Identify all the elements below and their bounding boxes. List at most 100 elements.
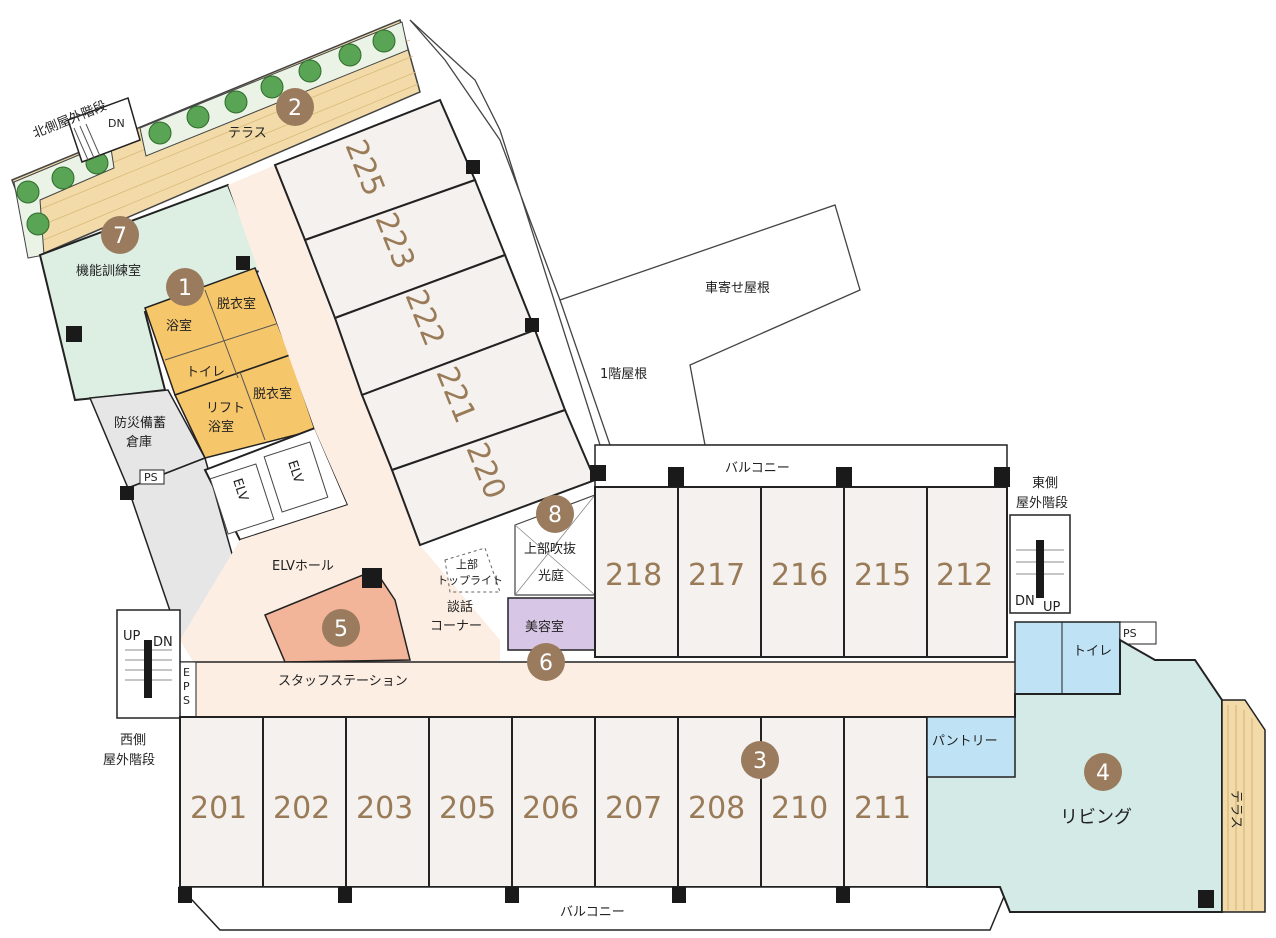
lift-bath-label-2: 浴室 [208,419,234,435]
room-206[interactable] [511,716,596,888]
elv-label-1: ELV [229,477,250,504]
marker-8-number: 8 [548,503,562,528]
bottom-rooms [179,716,928,888]
east-stairs-dn: DN [1015,594,1035,609]
marker-1-number: 1 [178,276,192,301]
room-212[interactable] [926,486,1008,658]
top-rooms [594,486,1008,658]
skylight-label-1: 上部 [456,557,478,571]
room-218[interactable] [594,486,679,658]
east-toilet-label: トイレ [1073,644,1112,659]
north-terrace-label: テラス [228,126,267,141]
north-stairs-dn: DN [108,117,125,130]
top-balcony [594,444,1008,488]
elv-hall-label: ELVホール [272,559,334,574]
changing-room-1-label: 脱衣室 [217,296,256,312]
marker-3[interactable]: 3 [741,741,779,779]
disaster-storage-label-1: 防災備蓄 [114,415,166,431]
living-label: リビング [1060,807,1132,828]
room-215-number: 215 [854,558,911,593]
room-203-number: 203 [356,791,413,826]
room-210-number: 210 [771,791,828,826]
east-stairs-label-2: 屋外階段 [1016,496,1068,511]
east-terrace [1221,699,1266,913]
marker-4-number: 4 [1096,761,1110,786]
room-206-number: 206 [522,791,579,826]
west-stairs-up: UP [123,629,141,644]
first-floor-roof-label: 1階屋根 [600,367,647,382]
room-205-number: 205 [439,791,496,826]
carport-roof-label: 車寄せ屋根 [705,280,770,296]
room-201[interactable] [179,716,264,888]
room-216-number: 216 [771,558,828,593]
west-stairs-dn: DN [153,635,173,650]
atrium-label-1: 上部吹抜 [524,541,576,557]
marker-1[interactable]: 1 [166,268,204,306]
planter-shrubs [16,29,396,236]
diagonal-corridor [180,165,500,665]
eps-label-e: E [183,666,190,679]
marker-7[interactable]: 7 [101,216,139,254]
west-stairs-label-1: 西側 [120,733,146,748]
north-outdoor-stairs[interactable] [67,97,141,163]
room-202[interactable] [262,716,347,888]
elv-label-2: ELV [284,459,305,486]
beauty-salon-label: 美容室 [525,619,564,635]
marker-7-number: 7 [113,224,127,249]
marker-5[interactable]: 5 [322,609,360,647]
lounge-label-1: 談話 [447,599,473,615]
marker-2[interactable]: 2 [276,88,314,126]
east-stairs-up: UP [1043,600,1061,615]
marker-6[interactable]: 6 [527,643,565,681]
toilet-small-label: トイレ [186,365,225,380]
room-211[interactable] [843,716,928,888]
room-211-number: 211 [854,791,911,826]
room-217-number: 217 [688,558,745,593]
balcony-top-label: バルコニー [725,461,790,476]
main-corridor [179,661,1019,718]
room-208-number: 208 [688,791,745,826]
marker-2-number: 2 [288,96,302,121]
marker-6-number: 6 [539,651,553,676]
lift-bath-label-1: リフト [206,401,245,416]
marker-3-number: 3 [753,749,767,774]
room-212-number: 212 [936,558,993,593]
eps-label-s: S [183,694,190,707]
bottom-balcony [178,886,1010,931]
east-terrace-label: テラス [1228,790,1243,829]
ps-label: PS [144,471,158,484]
staff-station-label: スタッフステーション [278,674,408,689]
changing-room-2-label: 脱衣室 [253,386,292,402]
lounge-label-2: コーナー [430,619,482,634]
room-216[interactable] [760,486,845,658]
eps-label-p: P [183,680,190,693]
balcony-bottom-label: バルコニー [560,905,625,920]
skylight-label-2: トップライト [437,574,503,587]
room-218-number: 218 [605,558,662,593]
marker-5-number: 5 [334,617,348,642]
pantry[interactable] [926,716,1016,778]
room-203[interactable] [345,716,430,888]
east-stairs-label-1: 東側 [1032,475,1058,491]
living-room[interactable] [926,638,1223,913]
room-210[interactable] [760,716,845,888]
room-207-number: 207 [605,791,662,826]
beauty-salon[interactable] [507,597,596,651]
training-room-label: 機能訓練室 [76,263,141,279]
disaster-storage-label-2: 倉庫 [126,435,152,450]
ps-east-label: PS [1123,627,1137,640]
room-208[interactable] [677,716,762,888]
pillars [66,160,1214,908]
marker-8[interactable]: 8 [536,495,574,533]
west-stairs-label-2: 屋外階段 [103,753,155,768]
atrium-label-2: 光庭 [538,568,564,584]
pantry-label: パントリー [932,734,998,749]
west-outdoor-stairs[interactable] [116,609,181,719]
bath-label: 浴室 [166,318,192,334]
diagonal-rooms [273,98,597,547]
room-201-number: 201 [190,791,247,826]
east-outdoor-stairs[interactable] [1009,514,1071,614]
marker-4[interactable]: 4 [1084,753,1122,791]
room-202-number: 202 [273,791,330,826]
